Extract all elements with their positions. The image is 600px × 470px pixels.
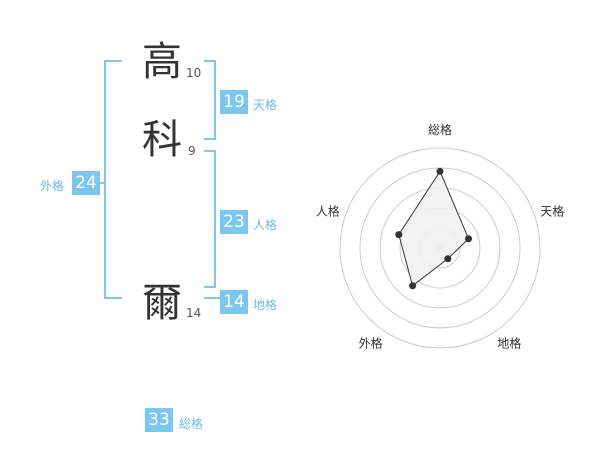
- radar-point-4: [409, 282, 417, 290]
- jinkaku-value: 23: [220, 210, 248, 234]
- radar-point-2: [465, 235, 473, 243]
- gaikaku-bracket-top: [104, 60, 122, 62]
- tenkaku-bracket-bottom: [204, 138, 216, 140]
- soukaku-label: 総格: [179, 417, 204, 431]
- radar-axis-label: 総格: [428, 122, 452, 137]
- tenkaku-bracket: [214, 60, 216, 140]
- jinkaku-bracket: [214, 150, 216, 288]
- chikaku-value: 14: [220, 290, 248, 314]
- radar-axis-label: 人格: [316, 204, 340, 219]
- gaikaku-value: 24: [72, 171, 100, 195]
- radar-axis-label: 外格: [359, 335, 383, 350]
- stroke-count-2: 9: [188, 144, 196, 158]
- chikaku-connector: [204, 297, 220, 299]
- chikaku-label: 地格: [253, 298, 278, 312]
- radar-area: [398, 170, 470, 287]
- jinkaku-bracket-top: [204, 150, 216, 152]
- tenkaku-bracket-top: [204, 60, 216, 62]
- gaikaku-label: 外格: [40, 179, 65, 193]
- jinkaku-label: 人格: [253, 218, 278, 232]
- stroke-count-1: 10: [186, 66, 202, 80]
- name-char-3: 爾: [142, 280, 182, 326]
- gaikaku-bracket-bottom: [104, 297, 122, 299]
- radar-ring: [339, 147, 541, 349]
- gaikaku-connector: [98, 182, 106, 184]
- radar-point-3: [444, 255, 452, 263]
- name-char-1: 高: [142, 39, 182, 85]
- radar-axis-label: 地格: [497, 335, 521, 350]
- name-char-2: 科: [142, 117, 182, 163]
- radar-point-1: [436, 167, 444, 175]
- gaikaku-bracket: [104, 60, 106, 298]
- soukaku-value: 33: [145, 408, 173, 432]
- jinkaku-bracket-bottom: [204, 286, 216, 288]
- stroke-count-3: 14: [186, 306, 202, 320]
- tenkaku-label: 天格: [253, 98, 278, 112]
- radar-point-5: [395, 231, 403, 239]
- tenkaku-value: 19: [220, 90, 248, 114]
- radar-axis-label: 天格: [540, 204, 564, 219]
